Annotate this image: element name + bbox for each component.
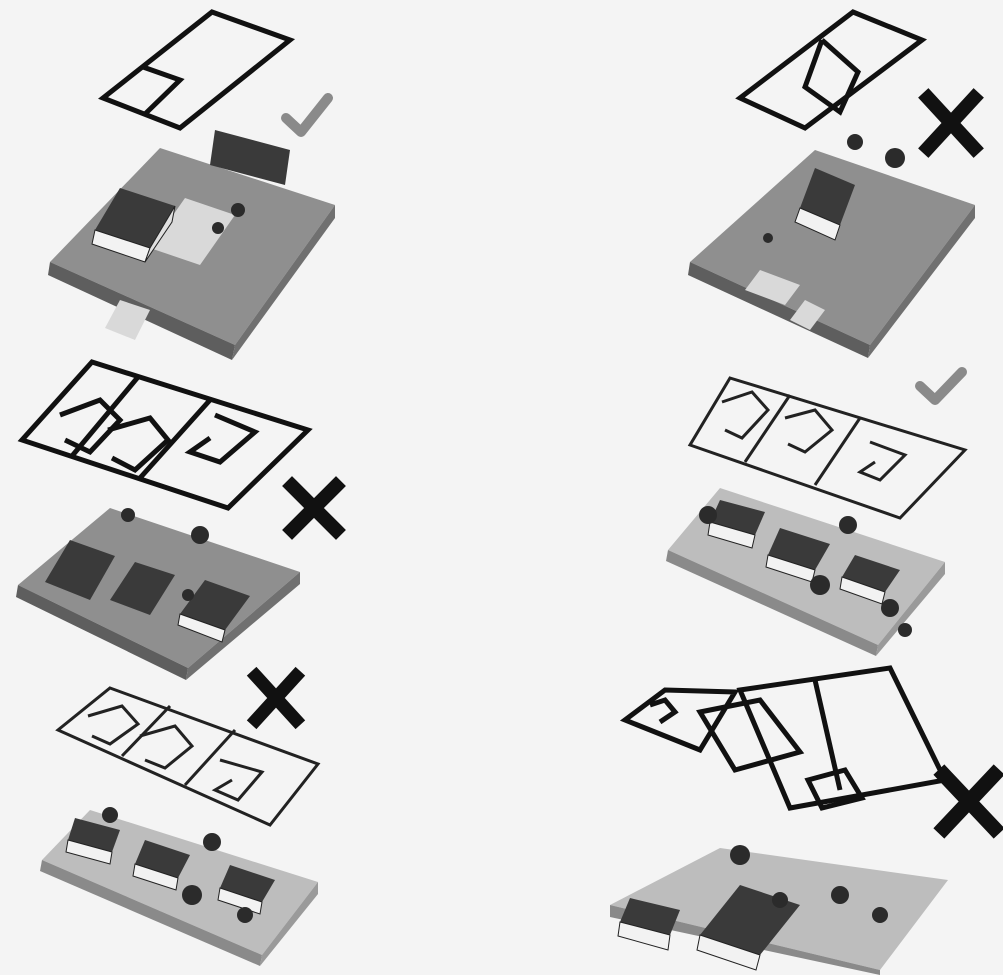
check-icon <box>915 367 967 405</box>
panel-bottom-right <box>610 665 1003 975</box>
street-model <box>666 488 945 656</box>
street-model <box>16 508 300 680</box>
block-model <box>610 845 948 975</box>
house-model <box>688 134 975 358</box>
street-model <box>40 807 318 966</box>
panel-bottom-left <box>40 666 321 966</box>
cross-icon <box>246 666 306 730</box>
panel-middle-left <box>16 359 346 680</box>
footprint-plan <box>17 359 313 511</box>
footprint-plan <box>619 665 949 811</box>
panel-top-left <box>48 9 335 360</box>
footprint-plan <box>55 686 321 827</box>
house-model <box>48 130 335 360</box>
cross-icon <box>282 476 346 540</box>
cross-icon <box>933 764 1003 839</box>
footprint-plan <box>735 9 928 131</box>
footprint-plan <box>687 376 968 520</box>
check-icon <box>281 93 333 137</box>
cross-icon <box>918 88 984 158</box>
panel-top-right <box>688 9 984 358</box>
footprint-plan <box>98 9 296 131</box>
panel-middle-right <box>666 367 968 656</box>
